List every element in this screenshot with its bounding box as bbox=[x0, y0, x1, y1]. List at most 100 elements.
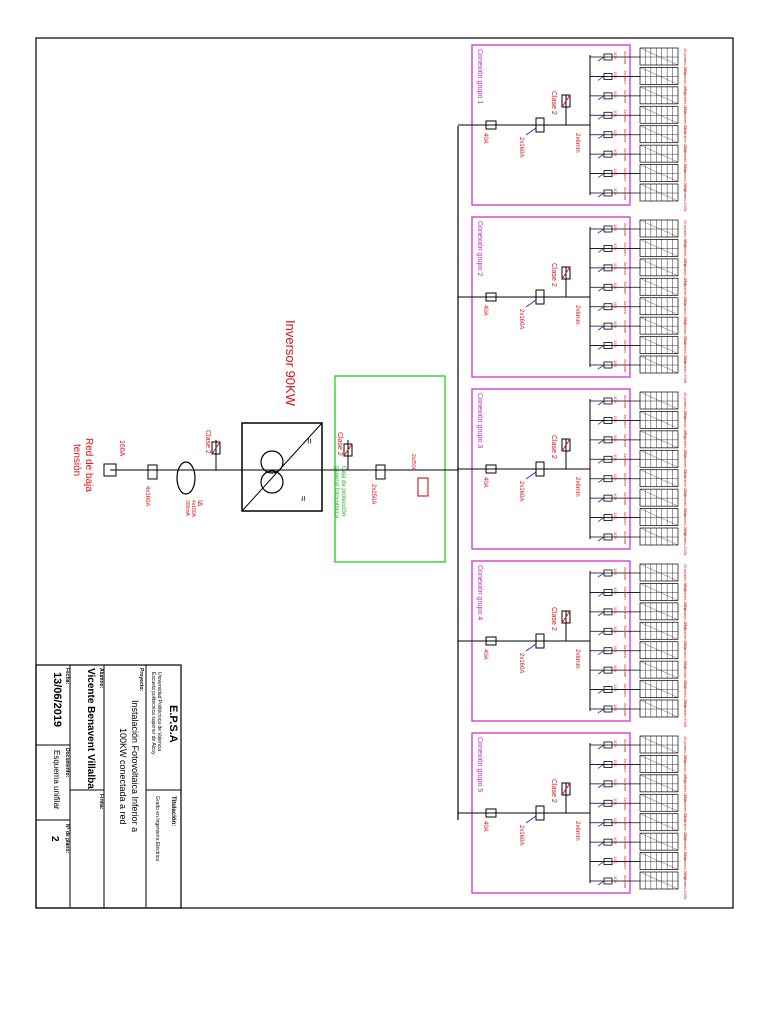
group-spd-label: Clase 2 bbox=[550, 779, 557, 803]
tb-date: 13/06/2019 bbox=[51, 672, 63, 727]
group-spd bbox=[561, 438, 571, 452]
pv-array bbox=[639, 488, 679, 507]
tb-university: Universidad Politécnica de Valencia bbox=[156, 672, 162, 751]
pv-array bbox=[639, 469, 679, 488]
ac-diff-sens: 300mA bbox=[184, 500, 190, 517]
group-fuse bbox=[485, 808, 497, 818]
group-fuse-label: 40A bbox=[482, 133, 488, 144]
panel-note: 15 paneles 270W bbox=[683, 681, 687, 709]
string-cable-label: 2x4mm bbox=[623, 684, 628, 698]
string-fuse-label: 10A bbox=[613, 396, 618, 403]
grid-fuse bbox=[103, 463, 117, 477]
string-fuse-label: 10A bbox=[613, 779, 618, 786]
string-fuse-label: 10A bbox=[613, 149, 618, 156]
pv-array bbox=[639, 164, 679, 182]
ac-spd-label: Clase 2 bbox=[204, 430, 211, 454]
string-cable-label: 2x4mm bbox=[623, 90, 628, 104]
tb-date-label: Fecha: bbox=[64, 668, 70, 684]
group-cable-label: 2x6mm bbox=[574, 649, 580, 669]
dc-breaker-label: 2x250A bbox=[370, 484, 376, 504]
group-breaker-label: 2x160A bbox=[518, 481, 524, 501]
panel-note: 15 paneles 270W bbox=[683, 603, 687, 631]
ac-spd-symbol bbox=[211, 441, 221, 455]
panel-note: 15 paneles 270W bbox=[683, 528, 687, 556]
string-fuse-label: 10A bbox=[613, 646, 618, 653]
panel-note: 15 paneles 270W bbox=[683, 145, 687, 173]
dc-switch-label: 2x250A bbox=[410, 454, 416, 472]
string-fuse-label: 10A bbox=[613, 454, 618, 461]
string-cable-label: 2x4mm bbox=[623, 606, 628, 620]
group-spd bbox=[561, 782, 571, 796]
grid-label-2: tensión bbox=[71, 444, 82, 476]
string-cable-label: 2x4mm bbox=[623, 645, 628, 659]
group-fuse-label: 40A bbox=[482, 305, 488, 316]
group-fuse-label: 40A bbox=[482, 649, 488, 660]
group-breaker bbox=[535, 461, 545, 477]
group-breaker bbox=[535, 805, 545, 821]
grid-fuse-label: 160A bbox=[118, 440, 125, 457]
string-fuse-label: 10A bbox=[613, 532, 618, 539]
tb-project-label: Proyecto: bbox=[138, 668, 144, 691]
string-fuse-label: 10A bbox=[613, 798, 618, 805]
tb-plan-label: Nº de plano: bbox=[64, 824, 70, 853]
string-fuse-label: 10A bbox=[613, 360, 618, 367]
string-fuse-label: 10A bbox=[613, 568, 618, 575]
string-cable-label: 2x4mm bbox=[623, 473, 628, 487]
pv-array bbox=[639, 86, 679, 105]
panel-note: 15 paneles 270W bbox=[683, 622, 687, 650]
pv-array bbox=[639, 660, 679, 679]
string-fuse-label: 10A bbox=[613, 474, 618, 481]
tb-degree: Grado en Ingeniería Eléctrica bbox=[154, 796, 160, 861]
group-spd bbox=[561, 266, 571, 280]
panel-note: 15 paneles 270W bbox=[683, 794, 687, 822]
pv-array bbox=[639, 813, 679, 832]
tb-degree-label: Titulación: bbox=[170, 796, 176, 826]
string-fuse-label: 10A bbox=[613, 665, 618, 672]
pv-array bbox=[639, 239, 679, 257]
panel-note: 15 paneles 270W bbox=[683, 642, 687, 670]
string-fuse-label: 10A bbox=[613, 415, 618, 422]
pv-array bbox=[639, 47, 679, 66]
pv-array bbox=[639, 755, 679, 773]
group-cable-label: 2x6mm bbox=[574, 821, 580, 841]
string-fuse-label: 10A bbox=[613, 876, 618, 883]
pv-array bbox=[639, 219, 679, 238]
group-breaker bbox=[535, 117, 545, 133]
group-spd bbox=[561, 610, 571, 624]
group-breaker-label: 2x160A bbox=[518, 825, 524, 845]
string-fuse-label: 10A bbox=[613, 685, 618, 692]
string-fuse-label: 10A bbox=[613, 110, 618, 117]
tb-project-1: Instalación Fotovoltaica Inferior a bbox=[130, 700, 140, 832]
string-fuse-label: 10A bbox=[613, 224, 618, 231]
string-cable-label: 2x4mm bbox=[623, 778, 628, 792]
string-cable-label: 2x4mm bbox=[623, 223, 628, 237]
panel-note: 15 paneles 270W bbox=[683, 470, 687, 498]
pv-array bbox=[639, 583, 679, 601]
group-cable-label: 2x6mm bbox=[574, 477, 580, 497]
dc-main-switch bbox=[417, 477, 429, 497]
group-title: Conexión grupo 2 bbox=[476, 221, 483, 276]
string-cable-label: 2x4mm bbox=[623, 359, 628, 373]
string-cable-label: 2x4mm bbox=[623, 739, 628, 753]
string-fuse-label: 10A bbox=[613, 857, 618, 864]
string-cable-label: 2x4mm bbox=[623, 531, 628, 545]
tb-school: Escuela politécnica superior de Alcoy bbox=[150, 672, 156, 755]
string-cable-label: 2x4mm bbox=[623, 817, 628, 831]
string-cable-label: 2x4mm bbox=[623, 148, 628, 162]
panel-note: 15 paneles 270W bbox=[683, 411, 687, 439]
panel-note: 15 paneles 270W bbox=[683, 814, 687, 842]
pv-array bbox=[639, 297, 679, 316]
string-cable-label: 2x4mm bbox=[623, 395, 628, 409]
group-breaker-label: 2x160A bbox=[518, 309, 524, 329]
group-spd-label: Clase 2 bbox=[550, 607, 557, 631]
pv-array bbox=[639, 508, 679, 526]
pv-array bbox=[639, 144, 679, 163]
string-cable-label: 2x4mm bbox=[623, 109, 628, 123]
pv-array bbox=[639, 105, 679, 124]
inverter-transformer-icon bbox=[260, 450, 284, 474]
panel-note: 15 paneles 270W bbox=[683, 48, 687, 76]
group-cable-label: 2x6mm bbox=[574, 133, 580, 153]
tb-org: E.P.S.A bbox=[167, 705, 179, 743]
string-fuse-label: 10A bbox=[613, 188, 618, 195]
